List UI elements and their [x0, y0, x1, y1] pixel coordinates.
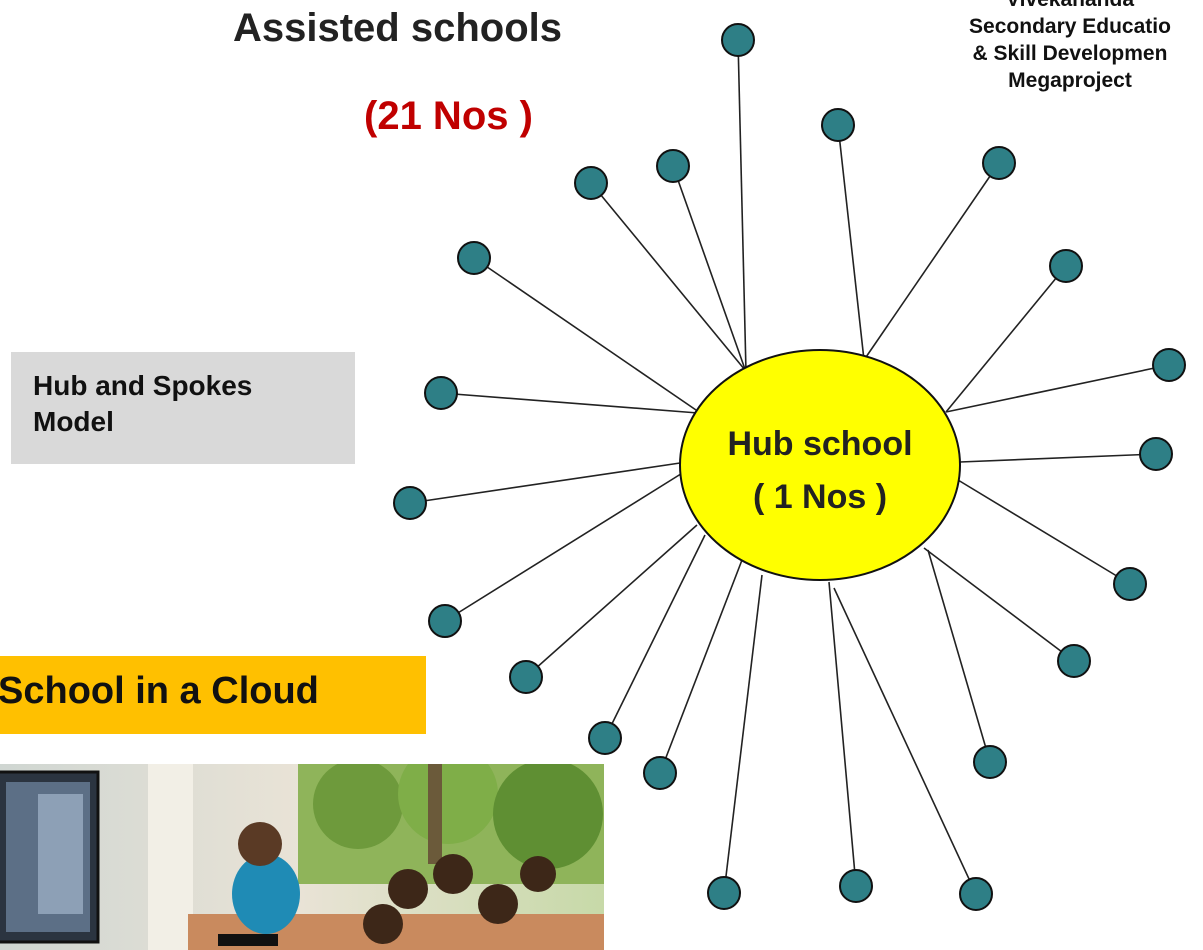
assisted-school-node — [973, 745, 1007, 779]
project-name: Vivekananda Secondary Educatio & Skill D… — [910, 0, 1203, 94]
assisted-school-node — [1049, 249, 1083, 283]
spoke-line — [828, 581, 857, 887]
spoke-line — [525, 524, 698, 678]
school-in-cloud-label: School in a Cloud — [0, 670, 319, 712]
spoke-line — [444, 471, 685, 622]
spoke-line — [590, 182, 746, 371]
spoke-line — [945, 265, 1067, 413]
spoke-line — [672, 165, 747, 373]
assisted-school-node — [393, 486, 427, 520]
assisted-school-node — [1113, 567, 1147, 601]
assisted-school-node — [457, 241, 491, 275]
model-label-line1: Hub and Spokes — [33, 370, 253, 401]
spoke-line — [945, 364, 1170, 413]
assisted-school-node — [574, 166, 608, 200]
project-name-line: Secondary Educatio — [969, 15, 1171, 38]
spoke-line — [659, 559, 743, 774]
spoke-line — [440, 392, 699, 414]
spokes-group — [393, 23, 1186, 911]
assisted-school-node — [1152, 348, 1186, 382]
hub-node — [679, 349, 961, 581]
hub-label-line2: ( 1 Nos ) — [753, 478, 887, 516]
assisted-schools-title: Assisted schools — [233, 6, 563, 50]
school-in-cloud-banner: School in a Cloud — [0, 656, 426, 734]
spoke-line — [737, 39, 747, 373]
assisted-school-node — [1139, 437, 1173, 471]
assisted-school-node — [428, 604, 462, 638]
spoke-line — [723, 574, 763, 894]
assisted-school-node — [424, 376, 458, 410]
spoke-line — [959, 453, 1157, 463]
spoke-line — [923, 547, 1075, 662]
assisted-school-node — [707, 876, 741, 910]
assisted-school-node — [643, 756, 677, 790]
project-name-line: & Skill Developmen — [972, 42, 1168, 65]
spoke-line — [833, 587, 977, 895]
assisted-school-node — [821, 108, 855, 142]
assisted-school-node — [588, 721, 622, 755]
spoke-line — [409, 462, 681, 504]
spoke-line — [863, 162, 1000, 361]
model-label-box: Hub and Spokes Model — [11, 352, 355, 464]
spoke-line — [604, 534, 706, 739]
assisted-school-node — [509, 660, 543, 694]
model-label: Hub and Spokes Model — [33, 368, 343, 440]
assisted-school-node — [656, 149, 690, 183]
project-name-line: Vivekananda — [910, 0, 1203, 13]
spoke-line — [837, 124, 865, 361]
assisted-school-node — [721, 23, 755, 57]
spoke-line — [957, 479, 1131, 585]
assisted-school-node — [839, 869, 873, 903]
assisted-schools-count: (21 Nos ) — [364, 94, 533, 138]
classroom-photo-illustration — [0, 764, 604, 950]
assisted-school-node — [1057, 644, 1091, 678]
spoke-line — [927, 549, 991, 763]
assisted-school-node — [982, 146, 1016, 180]
project-name-line: Megaproject — [1008, 69, 1132, 92]
spoke-line — [473, 257, 697, 411]
assisted-school-node — [959, 877, 993, 911]
hub-label-line1: Hub school — [727, 425, 912, 463]
classroom-photo — [0, 764, 604, 950]
model-label-line2: Model — [33, 406, 114, 437]
